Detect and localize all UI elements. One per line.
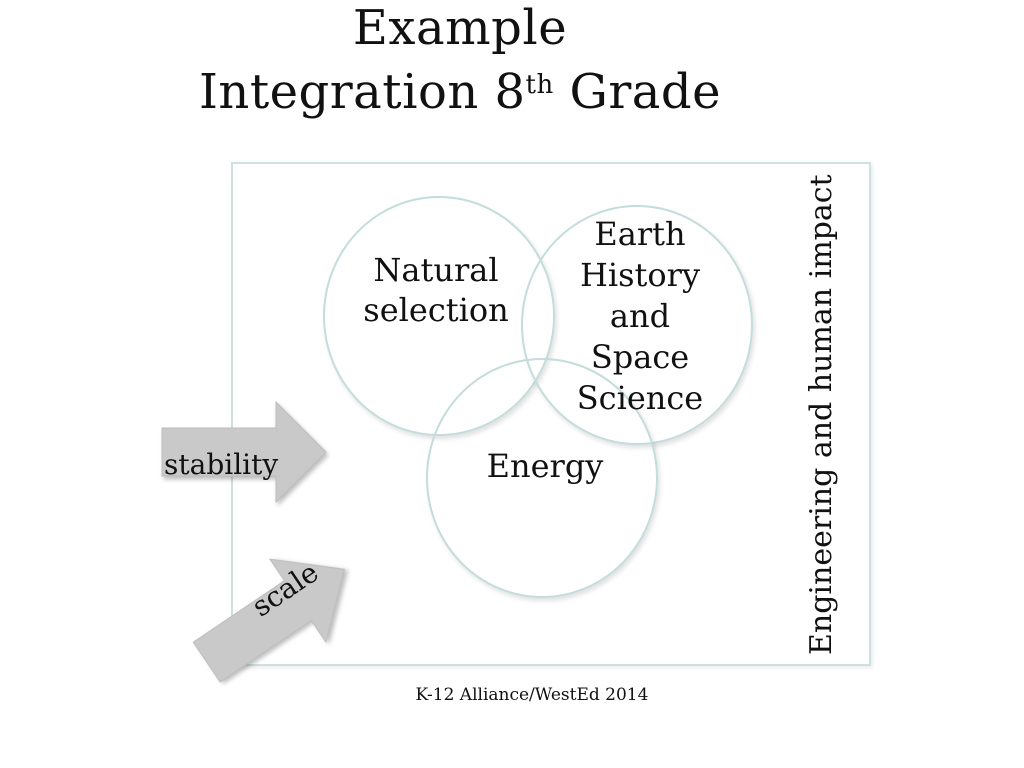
engineering-vertical-label: Engineering and human impact — [804, 174, 839, 655]
earth-space-label: Earth History and Space Science — [560, 214, 720, 419]
earth-space-line: History — [579, 255, 701, 294]
earth-space-line: Space — [590, 337, 690, 376]
scale-arrow-shape — [192, 558, 345, 683]
stability-arrow-icon — [161, 400, 327, 504]
title-superscript: th — [525, 70, 554, 100]
footer-credit: K-12 Alliance/WestEd 2014 — [415, 685, 649, 705]
title-line-2: Integration 8th Grade — [0, 68, 920, 116]
earth-space-line: Science — [576, 378, 704, 417]
stability-arrow-shape — [161, 400, 327, 504]
title-grade-word: Grade — [553, 64, 722, 120]
natural-selection-line: Natural — [373, 251, 499, 289]
energy-label: Energy — [486, 447, 604, 485]
energy-circle — [426, 358, 658, 598]
scale-arrow-icon — [192, 558, 345, 683]
title-grade-number: Integration 8 — [198, 64, 526, 120]
earth-space-line: Earth — [594, 215, 686, 253]
earth-space-line: and — [609, 296, 671, 335]
title-line-1: Example — [352, 0, 568, 56]
natural-selection-line: selection — [363, 291, 509, 329]
diagram-frame — [231, 162, 871, 666]
stability-label: stability — [164, 448, 279, 481]
natural-selection-label: Natural selection — [346, 250, 526, 330]
